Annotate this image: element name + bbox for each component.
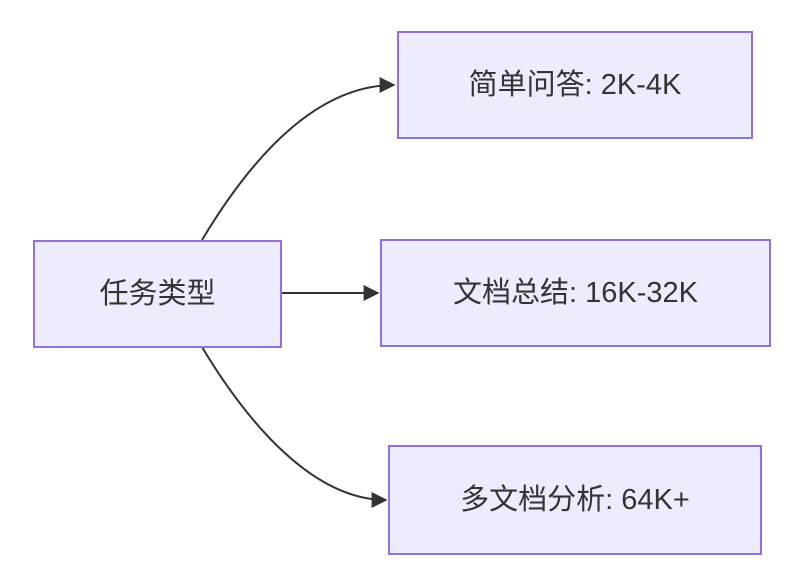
node-doc-summary: 文档总结: 16K-32K: [380, 239, 771, 347]
edge-task-type-to-multi-doc: [201, 346, 388, 508]
edge-task-type-to-simple-qa: [201, 77, 396, 241]
node-simple-qa-label: 简单问答: 2K-4K: [468, 68, 682, 101]
node-task-type-label: 任务类型: [99, 277, 216, 310]
node-multi-doc-label: 多文档分析: 64K+: [460, 483, 690, 516]
node-simple-qa: 简单问答: 2K-4K: [397, 31, 753, 139]
node-multi-doc: 多文档分析: 64K+: [388, 445, 762, 555]
node-doc-summary-label: 文档总结: 16K-32K: [453, 276, 698, 309]
node-task-type: 任务类型: [33, 240, 282, 348]
